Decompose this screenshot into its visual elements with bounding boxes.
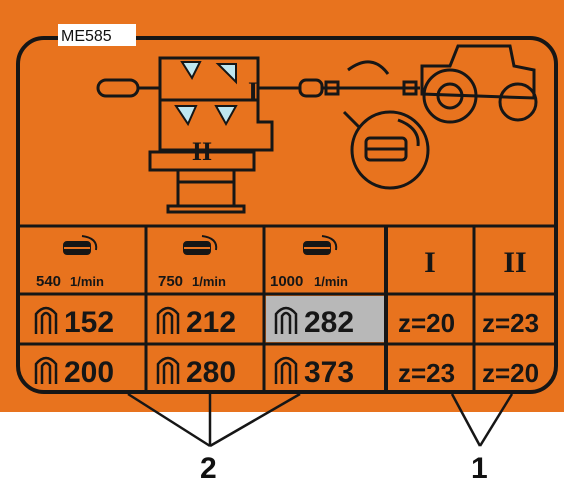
knotter-loop-icon (156, 306, 180, 334)
speed-unit: 1/min (314, 274, 348, 289)
speed-header-1000: 1000 1/min (270, 235, 348, 290)
settings-table-grid (18, 224, 556, 392)
speed-header-750: 750 1/min (158, 235, 226, 290)
speed-header-540: 540 1/min (36, 235, 104, 290)
stroke-value: 373 (304, 356, 354, 389)
gear-header-II: II (503, 246, 526, 279)
gear-wheels (174, 61, 238, 127)
knotter-loop-icon (274, 356, 298, 384)
knotter-loop-icon (34, 356, 58, 384)
speed-unit: 1/min (192, 274, 226, 289)
pto-shaft-icon (63, 235, 98, 255)
callout-number-1: 1 (471, 452, 488, 485)
speed-value: 1000 (270, 273, 303, 290)
highlighted-cell-background (266, 296, 384, 342)
stroke-value: 200 (64, 356, 114, 389)
teeth-value: z=23 (482, 308, 539, 338)
speed-value: 540 (36, 273, 61, 290)
callout-number-2: 2 (200, 452, 217, 485)
stroke-value: 280 (186, 356, 236, 389)
stroke-value: 282 (304, 306, 354, 339)
speed-value: 750 (158, 273, 183, 290)
label-code-background (58, 24, 136, 46)
speed-unit: 1/min (70, 274, 104, 289)
knotter-loop-icon (34, 306, 58, 334)
teeth-value: z=20 (398, 308, 455, 338)
teeth-value: z=23 (398, 358, 455, 388)
diagram-gear-mark-bottom: II (192, 137, 212, 166)
pto-shaft-icon (183, 235, 218, 255)
decal-border (16, 36, 558, 394)
table-row: 200 280 373 z=23 z=20 (34, 356, 539, 389)
gear-header-I: I (424, 246, 436, 279)
teeth-value: z=20 (482, 358, 539, 388)
label-code: ME585 (61, 28, 112, 45)
stroke-value: 152 (64, 306, 114, 339)
pto-shaft-icon (303, 235, 338, 255)
knotter-loop-icon (156, 356, 180, 384)
knotter-loop-icon (274, 306, 298, 334)
instruction-decal: ME585 (0, 0, 564, 412)
stroke-value: 212 (186, 306, 236, 339)
gearbox-diagram (96, 44, 538, 214)
table-row: 152 212 282 z=20 z=23 (34, 306, 539, 339)
diagram-gear-mark-top: I (248, 77, 258, 106)
